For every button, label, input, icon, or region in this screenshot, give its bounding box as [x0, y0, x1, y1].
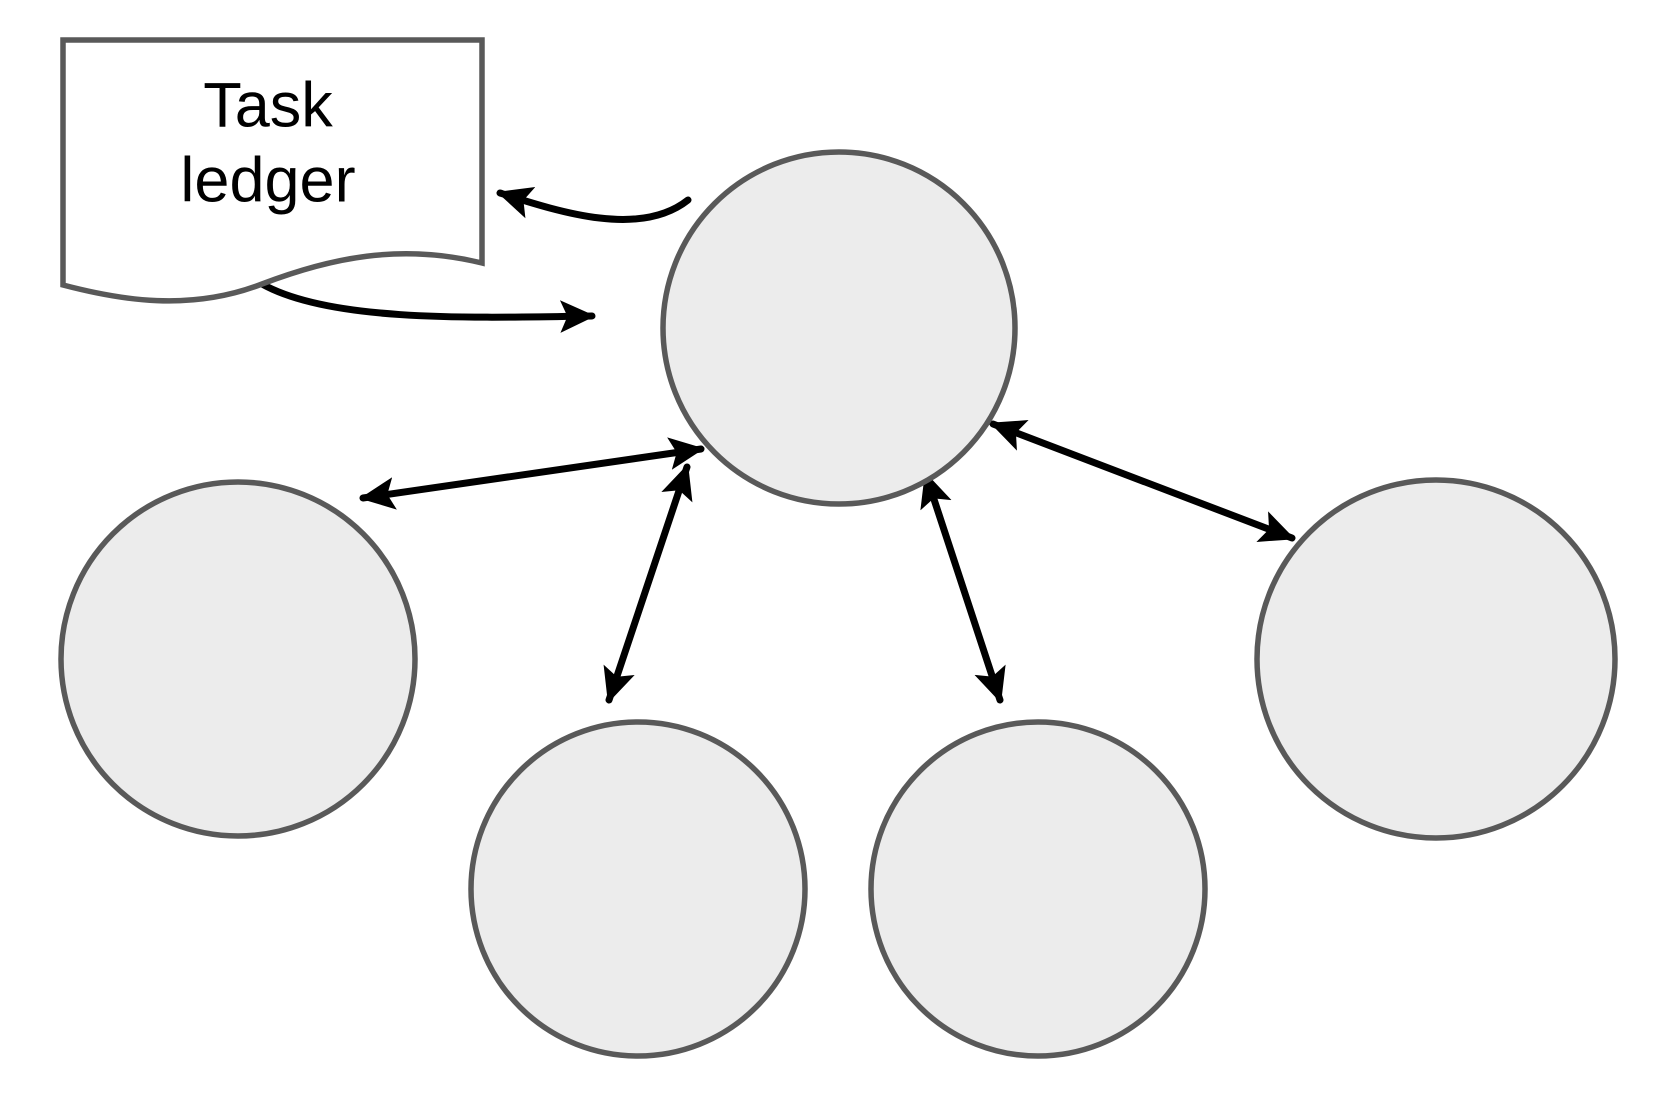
edge-orchestrator-to-ledger [496, 186, 692, 223]
node-agent-mid-left-circle [468, 719, 808, 1059]
edge-orchestrator-agent-right [989, 420, 1296, 542]
task-ledger-label-line1: Task [203, 71, 333, 141]
node-agent-mid-right-circle [868, 719, 1208, 1059]
node-agent-left-circle [58, 479, 418, 839]
node-agent-left[interactable] [58, 479, 418, 839]
edge-orchestrator-agent-left [359, 437, 705, 510]
task-ledger-document-shape [60, 37, 485, 304]
node-orchestrator-circle [660, 149, 1018, 507]
edge-ledger-to-orchestrator [258, 280, 596, 333]
node-agent-right[interactable] [1254, 477, 1618, 841]
task-ledger-node[interactable]: Task ledger [60, 37, 485, 304]
node-agent-mid-left[interactable] [468, 719, 808, 1059]
task-ledger-label-line2: ledger [180, 146, 355, 216]
node-agent-mid-right[interactable] [868, 719, 1208, 1059]
edge-orchestrator-agent-mid-left [603, 463, 693, 704]
edge-orchestrator-agent-mid-right [920, 471, 1006, 704]
node-agent-right-circle [1254, 477, 1618, 841]
node-orchestrator[interactable] [660, 149, 1018, 507]
